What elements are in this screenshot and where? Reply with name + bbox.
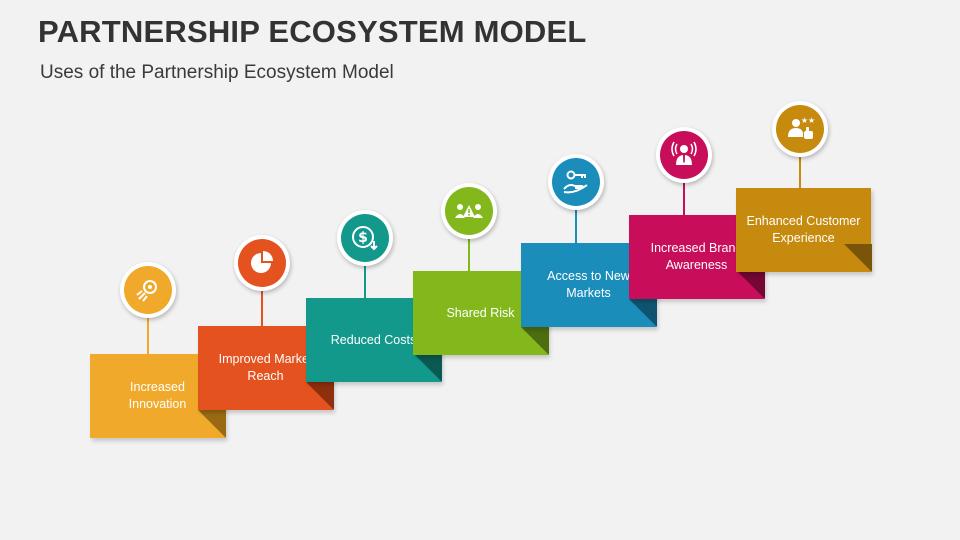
connector-line	[147, 318, 149, 354]
step-6-badge	[656, 127, 712, 183]
step-label: Access to New Markets	[547, 269, 630, 300]
step-enhanced-customer-experience: Enhanced Customer Experience	[736, 188, 872, 272]
svg-text:★★: ★★	[801, 116, 815, 125]
step-7-badge: ★★	[772, 101, 828, 157]
step-label: Reduced Costs	[330, 332, 417, 347]
step-4-badge	[441, 183, 497, 239]
step-2-badge	[234, 235, 290, 291]
key-hand-icon	[563, 170, 588, 194]
pie-chart-icon	[251, 251, 273, 273]
connector-line	[683, 180, 685, 215]
svg-text:$: $	[358, 230, 368, 246]
connector-line	[261, 290, 263, 326]
connector-line	[364, 264, 366, 298]
customer-rating-icon: ★★	[788, 116, 815, 139]
step-label: Increased Innovation	[128, 380, 187, 411]
step-label: Shared Risk	[446, 305, 515, 320]
step-label: Enhanced Customer Experience	[746, 214, 861, 245]
step-label: Increased Brand Awareness	[650, 241, 743, 272]
dollar-down-icon: $	[352, 226, 378, 251]
connector-line	[799, 154, 801, 188]
brand-person-icon	[671, 141, 697, 165]
shared-risk-icon	[455, 204, 483, 218]
page-title: PARTNERSHIP ECOSYSTEM MODEL	[38, 14, 587, 49]
connector-line	[575, 208, 577, 243]
page-subtitle: Uses of the Partnership Ecosystem Model	[40, 62, 394, 83]
step-1-badge	[120, 262, 176, 318]
connector-line	[468, 237, 470, 271]
step-label: Improved Market Reach	[218, 352, 313, 383]
step-3-badge: $	[337, 210, 393, 266]
step-5-badge	[548, 154, 604, 210]
innovation-rocket-icon	[136, 280, 157, 302]
